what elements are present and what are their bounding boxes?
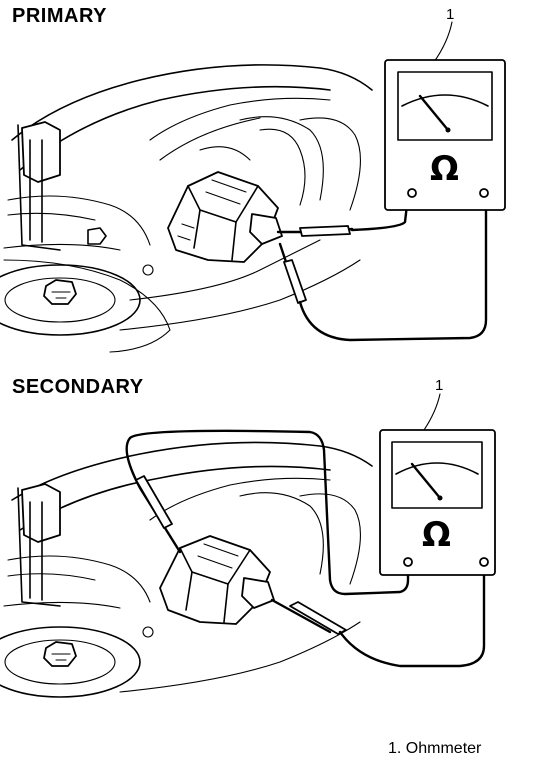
callout-leader — [423, 393, 441, 431]
primary-heading: PRIMARY — [12, 5, 107, 27]
legend-caption: 1. Ohmmeter — [388, 740, 482, 757]
primary-diagram: Ω — [0, 21, 506, 353]
ohmmeter: Ω — [384, 59, 506, 211]
ohm-symbol: Ω — [430, 149, 459, 189]
secondary-callout-number: 1 — [435, 377, 444, 394]
ignition-coil-illustration — [159, 535, 275, 625]
ohmmeter: Ω — [379, 429, 496, 576]
ohm-symbol: Ω — [422, 515, 451, 555]
probe-leads — [125, 429, 486, 668]
engine-bay-illustration — [0, 64, 373, 353]
secondary-heading: SECONDARY — [12, 376, 144, 398]
ignition-coil-illustration — [167, 171, 283, 263]
callout-leader — [433, 21, 453, 63]
engine-bay-illustration — [0, 441, 373, 698]
secondary-diagram: Ω — [0, 393, 496, 698]
primary-callout-number: 1 — [446, 6, 455, 23]
probe-leads — [276, 194, 488, 342]
